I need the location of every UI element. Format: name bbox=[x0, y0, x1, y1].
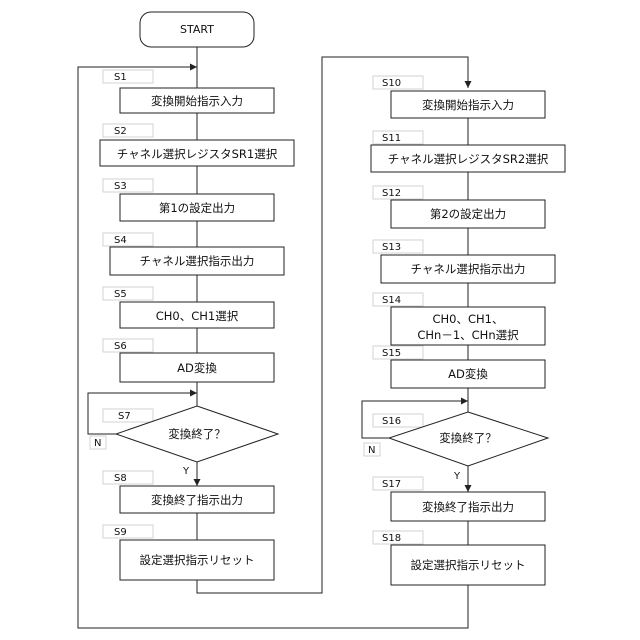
step-id-s5: S5 bbox=[114, 289, 127, 300]
step-label-s17: 変換終了指示出力 bbox=[422, 500, 514, 514]
step-label-s16: 変換終了？ bbox=[439, 431, 497, 445]
step-id-s10: S10 bbox=[382, 78, 401, 89]
step-label-s18: 設定選択指示リセット bbox=[411, 558, 526, 572]
step-id-s3: S3 bbox=[114, 181, 127, 192]
start-terminal: START bbox=[140, 12, 254, 47]
step-s15: S15 AD変換 bbox=[373, 346, 545, 388]
step-s1: S1 変換開始指示入力 bbox=[103, 70, 274, 113]
step-s9: S9 設定選択指示リセット bbox=[103, 525, 274, 580]
step-label-s13: チャネル選択指示出力 bbox=[411, 262, 526, 276]
step-s4: S4 チャネル選択指示出力 bbox=[103, 233, 284, 275]
step-s5: S5 CH0、CH1選択 bbox=[103, 287, 274, 328]
step-s18: S18 設定選択指示リセット bbox=[373, 531, 545, 585]
step-s10: S10 変換開始指示入力 bbox=[373, 76, 545, 118]
step-id-s2: S2 bbox=[114, 126, 127, 137]
step-id-s8: S8 bbox=[114, 473, 127, 484]
step-id-s18: S18 bbox=[382, 533, 401, 544]
step-label-s7: 変換終了？ bbox=[168, 427, 226, 441]
s16-yes-label: Y bbox=[453, 471, 461, 482]
step-label-s4: チャネル選択指示出力 bbox=[140, 254, 255, 268]
step-s6: S6 AD変換 bbox=[103, 339, 274, 382]
step-s12: S12 第2の設定出力 bbox=[373, 186, 545, 228]
step-id-s15: S15 bbox=[382, 348, 401, 359]
step-label-s12: 第2の設定出力 bbox=[430, 207, 506, 221]
step-id-s11: S11 bbox=[382, 133, 401, 144]
step-s7-decision: S7 変換終了？ N Y bbox=[90, 406, 278, 477]
s16-no-label: N bbox=[368, 445, 375, 456]
step-id-s7: S7 bbox=[118, 411, 131, 422]
step-s17: S17 変換終了指示出力 bbox=[373, 477, 545, 521]
step-label-s9: 設定選択指示リセット bbox=[140, 553, 255, 567]
step-id-s9: S9 bbox=[114, 527, 127, 538]
step-label-s5: CH0、CH1選択 bbox=[156, 309, 239, 323]
step-id-s14: S14 bbox=[382, 295, 401, 306]
step-s3: S3 第1の設定出力 bbox=[103, 179, 274, 221]
step-id-s12: S12 bbox=[382, 188, 401, 199]
s7-no-label: N bbox=[94, 438, 101, 449]
step-id-s4: S4 bbox=[114, 235, 127, 246]
step-s14: S14 CH0、CH1、 CHn－1、CHn選択 bbox=[373, 293, 545, 345]
step-id-s16: S16 bbox=[382, 416, 401, 427]
step-label-s6: AD変換 bbox=[177, 361, 217, 375]
step-label-s8: 変換終了指示出力 bbox=[151, 493, 243, 507]
step-label-s10: 変換開始指示入力 bbox=[422, 98, 514, 112]
step-id-s6: S6 bbox=[114, 341, 127, 352]
step-label-s14-line1: CH0、CH1、 bbox=[433, 312, 504, 326]
step-label-s14-line2: CHn－1、CHn選択 bbox=[417, 328, 519, 342]
step-label-s3: 第1の設定出力 bbox=[159, 201, 235, 215]
step-id-s17: S17 bbox=[382, 479, 401, 490]
start-label: START bbox=[180, 23, 214, 36]
step-label-s11: チャネル選択レジスタSR2選択 bbox=[388, 152, 549, 166]
step-id-s1: S1 bbox=[114, 72, 127, 83]
step-label-s2: チャネル選択レジスタSR1選択 bbox=[117, 147, 278, 161]
step-s8: S8 変換終了指示出力 bbox=[103, 471, 274, 513]
step-label-s15: AD変換 bbox=[448, 367, 488, 381]
s7-yes-label: Y bbox=[182, 466, 190, 477]
step-id-s13: S13 bbox=[382, 242, 401, 253]
step-label-s1: 変換開始指示入力 bbox=[151, 94, 243, 108]
step-s16-decision: S16 変換終了？ N Y bbox=[364, 412, 548, 482]
step-s13: S13 チャネル選択指示出力 bbox=[373, 240, 555, 283]
